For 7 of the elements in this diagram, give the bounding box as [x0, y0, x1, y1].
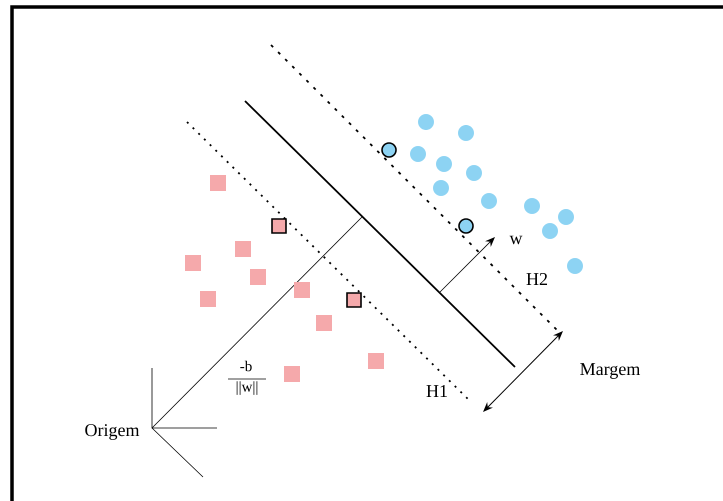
label: w — [510, 236, 522, 244]
label: Origem — [85, 424, 140, 440]
label: H2 — [526, 273, 548, 285]
label: H1 — [426, 385, 447, 397]
label: Margem — [580, 363, 640, 379]
label: -b — [240, 360, 252, 372]
label: ||w|| — [236, 381, 258, 395]
